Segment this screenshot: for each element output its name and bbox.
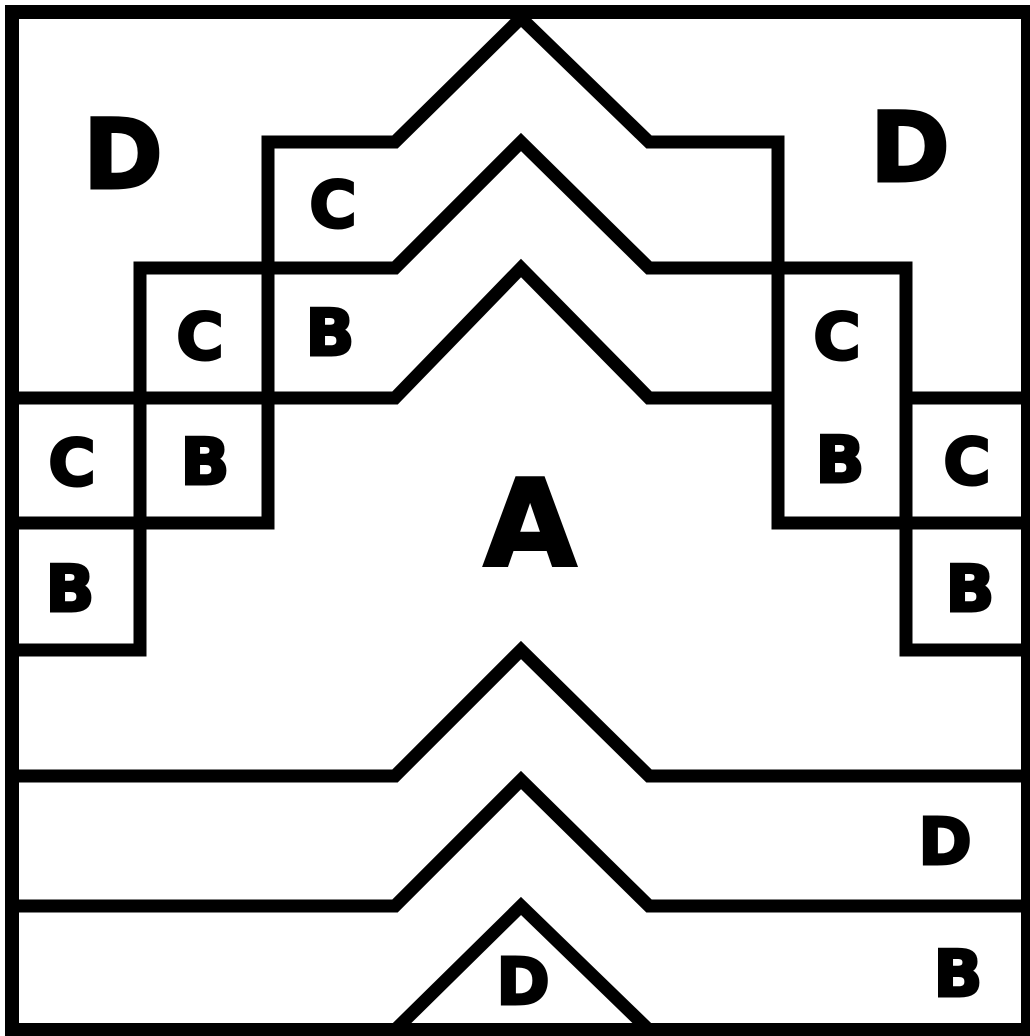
label-bottom-right-b: B [934, 938, 983, 1012]
label-top-left-d: D [83, 99, 163, 211]
label-bottom-center-d: D [496, 946, 549, 1020]
label-right-lower-b: B [946, 553, 995, 627]
label-right-upper-c: C [814, 301, 861, 375]
label-center-top-b: B [306, 297, 355, 371]
label-right-mid-b: B [816, 424, 865, 498]
label-left-mid-b: B [181, 426, 230, 500]
boundary-a-lower [12, 650, 1028, 776]
label-left-upper-c: C [177, 301, 224, 375]
label-top-right-d: D [870, 92, 950, 204]
label-lower-right-d: D [918, 806, 971, 880]
label-left-mid-c: C [49, 427, 96, 501]
label-center-a: A [484, 456, 577, 595]
label-right-mid-c: C [944, 426, 991, 500]
label-center-top-c: C [310, 169, 357, 243]
boundary-d-lower [12, 780, 1028, 906]
label-left-lower-b: B [46, 553, 95, 627]
